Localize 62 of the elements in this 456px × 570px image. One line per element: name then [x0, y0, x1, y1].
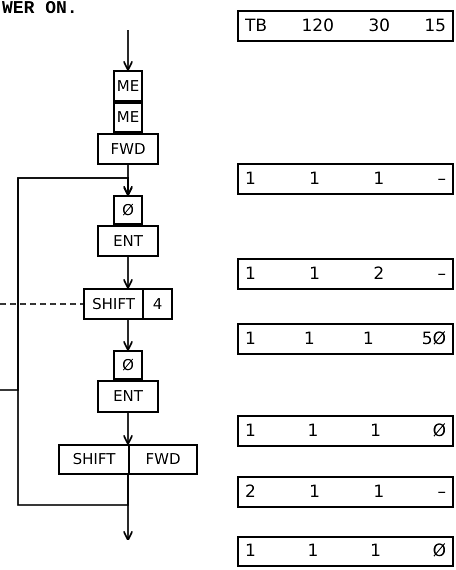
readout-value: 1 — [309, 266, 320, 282]
display-readout — [237, 476, 454, 508]
readout-value: 1 — [309, 170, 320, 188]
key-label: ME — [116, 110, 140, 125]
readout-value: 1 — [370, 543, 381, 560]
readout-value: Ø — [432, 543, 446, 560]
key-box — [113, 102, 143, 133]
readout-value: 1 — [245, 266, 256, 282]
display-readout — [237, 258, 454, 290]
readout-value: 5Ø — [422, 330, 446, 348]
key-box — [113, 195, 143, 225]
readout-value: – — [437, 266, 446, 282]
readout-value: 1 — [245, 170, 256, 188]
arrow — [0, 177, 134, 391]
readout-value: 1 — [304, 330, 315, 348]
readout-value: 1 — [308, 422, 318, 440]
readout-value: 30 — [368, 18, 390, 34]
key-label: ME — [116, 78, 140, 94]
key-label: SHIFT — [91, 294, 136, 314]
display-readout — [237, 323, 454, 355]
arrow — [122, 320, 134, 351]
key-box — [113, 350, 143, 380]
heading-text: WER ON. — [2, 0, 78, 18]
key-box — [97, 380, 159, 413]
readout-value: 1 — [245, 330, 256, 348]
readout-value: 15 — [424, 18, 446, 34]
key-label: ENT — [113, 389, 143, 404]
display-readout — [237, 10, 454, 42]
key-label: FWD — [128, 446, 196, 473]
readout-value: 1 — [373, 484, 384, 500]
key-label: ENT — [113, 234, 143, 248]
key-label: Ø — [122, 358, 134, 372]
dashed-line — [0, 303, 83, 305]
readout-value: 1 — [370, 422, 381, 440]
key-box — [97, 133, 159, 165]
readout-value: – — [437, 170, 446, 188]
readout-value: 1 — [373, 170, 384, 188]
key-box — [83, 288, 173, 320]
readout-value: 2 — [245, 484, 256, 500]
readout-value: 1 — [245, 543, 256, 560]
key-box — [58, 444, 198, 475]
arrow — [122, 257, 134, 289]
arrow — [122, 30, 134, 71]
key-label: FWD — [110, 142, 146, 156]
readout-value: 2 — [373, 266, 384, 282]
key-box — [113, 70, 143, 102]
readout-value: 1 — [245, 422, 256, 440]
readout-value: Ø — [432, 422, 446, 440]
key-box — [97, 225, 159, 257]
readout-value: 120 — [301, 18, 334, 34]
arrow — [122, 413, 134, 445]
key-label: Ø — [122, 202, 134, 218]
readout-value: 1 — [308, 543, 318, 560]
display-readout — [237, 536, 454, 567]
display-readout — [237, 163, 454, 195]
readout-value: 1 — [309, 484, 320, 500]
display-readout — [237, 415, 454, 447]
key-label: SHIFT — [72, 449, 116, 470]
readout-value: 1 — [362, 330, 374, 348]
key-label: 4 — [142, 290, 171, 318]
readout-value: TB — [245, 18, 268, 34]
readout-value: – — [437, 484, 446, 500]
